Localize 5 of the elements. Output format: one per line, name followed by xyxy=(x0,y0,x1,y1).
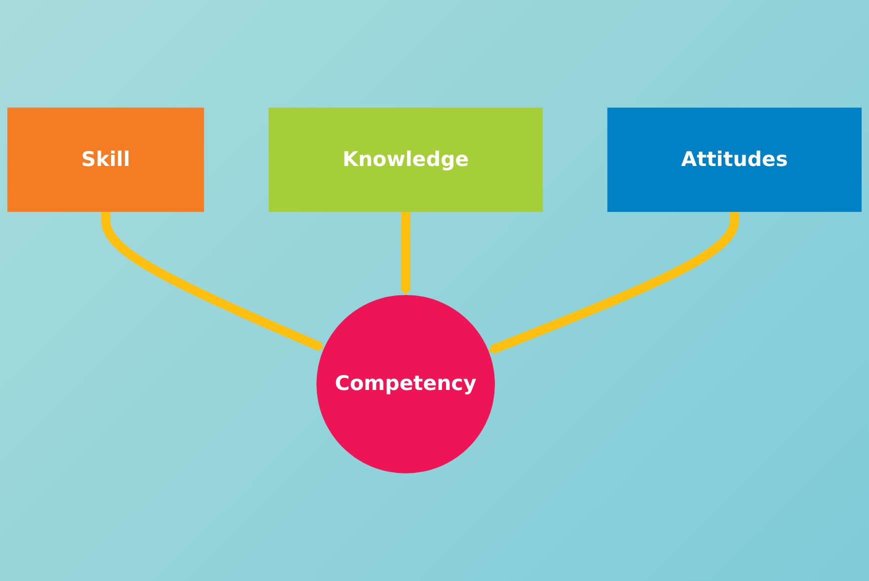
node-box: Attitudes xyxy=(607,108,862,212)
node-circle: Competency xyxy=(316,294,495,474)
arrow xyxy=(401,212,410,296)
node-box: Knowledge xyxy=(268,108,543,212)
node-box: Skill xyxy=(7,108,204,212)
